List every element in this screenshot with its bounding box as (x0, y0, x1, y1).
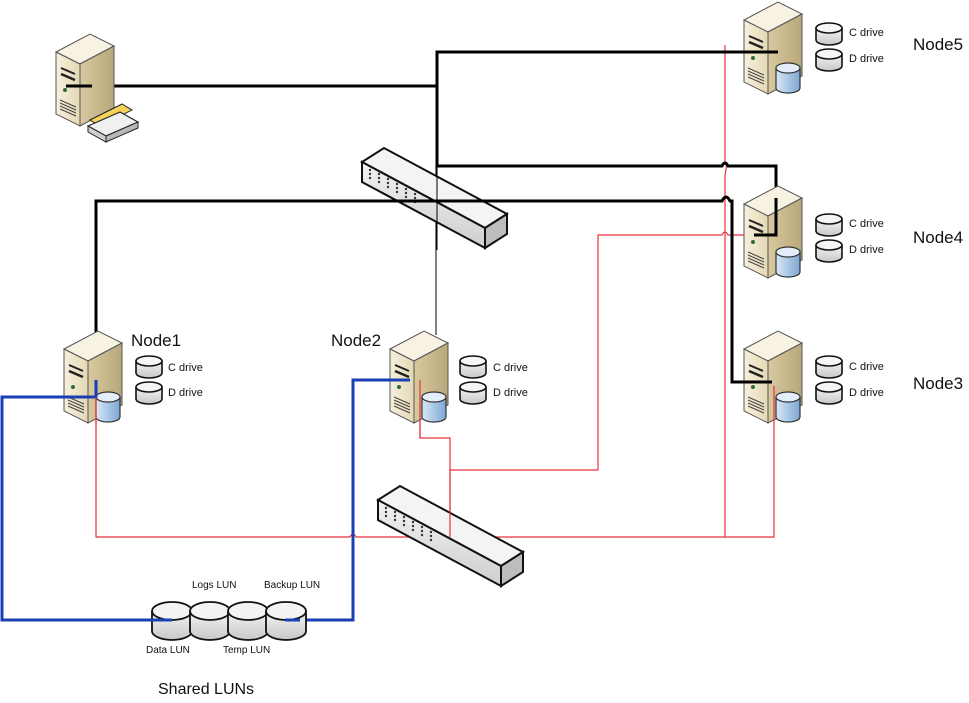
public-switch (361, 147, 508, 249)
lun-temp-label: Temp LUN (223, 645, 271, 656)
lun-temp (227, 601, 269, 641)
shared-luns (151, 601, 307, 641)
node4-d-drive-label: D drive (849, 244, 884, 256)
link-node3-private (450, 395, 775, 538)
shared-luns-title: Shared LUNs (158, 681, 255, 698)
node3-label: Node3 (913, 374, 964, 393)
node2-d-drive-label: D drive (493, 387, 528, 399)
node2-label: Node2 (331, 331, 382, 350)
node5-label: Node5 (913, 35, 964, 54)
node4-label: Node4 (913, 228, 964, 247)
node1-d-drive-label: D drive (168, 387, 203, 399)
node3-server (742, 329, 843, 425)
node4-c-drive-label: C drive (849, 218, 884, 230)
management-server (54, 32, 140, 143)
node3-d-drive-label: D drive (849, 387, 884, 399)
lun-backup-label: Backup LUN (264, 580, 321, 591)
link-node2-storage (285, 378, 410, 622)
tape-drive-icon (86, 103, 140, 143)
node5-d-drive-label: D drive (849, 53, 884, 65)
node4-server (742, 184, 843, 280)
node2-c-drive-label: C drive (493, 362, 528, 374)
link-node5-public (435, 50, 778, 165)
public-network-links (92, 50, 778, 384)
link-node4-public (437, 161, 778, 237)
node1-label: Node1 (131, 331, 182, 350)
node5-c-drive-label: C drive (849, 27, 884, 39)
lun-logs (189, 601, 231, 641)
link-node1-public (94, 195, 772, 384)
node5-server (742, 0, 843, 96)
lun-logs-label: Logs LUN (192, 580, 237, 591)
link-node5-private (724, 45, 728, 537)
node1-c-drive-label: C drive (168, 362, 203, 374)
private-network-links (95, 45, 783, 538)
node2-server (388, 329, 487, 425)
node3-c-drive-label: C drive (849, 361, 884, 373)
lun-data-label: Data LUN (146, 645, 190, 656)
